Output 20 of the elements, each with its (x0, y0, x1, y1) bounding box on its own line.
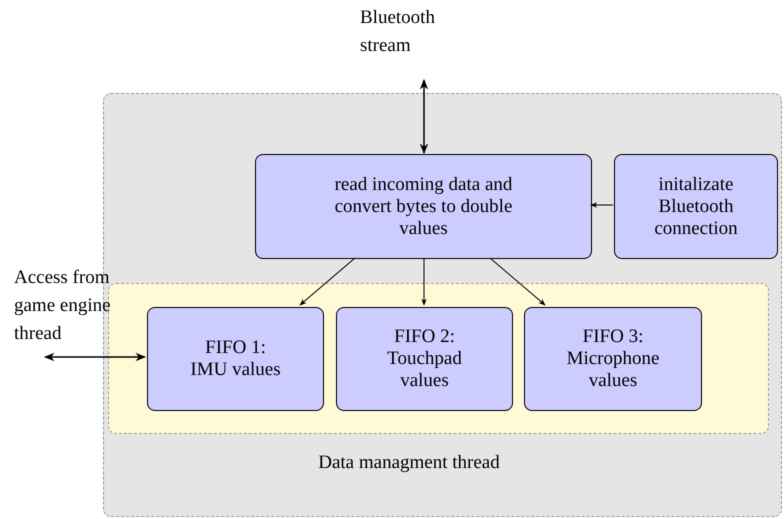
arrow (421, 258, 427, 306)
node-text: FIFO 3: Microphone values (566, 326, 660, 392)
arrow (490, 258, 546, 306)
node-text: read incoming data and convert bytes to double values (334, 174, 514, 240)
process-box (614, 154, 778, 259)
fifo-box (147, 307, 324, 411)
node-text: FIFO 2: Touchpad values (386, 326, 463, 392)
label-text: Bluetooth stream (360, 6, 436, 58)
arrow (590, 202, 614, 208)
label-text: Access from game engine thread (14, 266, 112, 346)
arrow (44, 352, 146, 362)
fifo-box (524, 307, 702, 411)
fifo-group-panel (108, 283, 769, 434)
node-text: Data managment thread (317, 452, 501, 474)
node-text: initalizate Bluetooth connection (653, 174, 739, 240)
arrow (420, 78, 428, 154)
node-text: FIFO 1: IMU values (189, 337, 282, 381)
fifo-box (336, 307, 513, 411)
arrow (299, 258, 356, 306)
process-box (255, 154, 592, 259)
